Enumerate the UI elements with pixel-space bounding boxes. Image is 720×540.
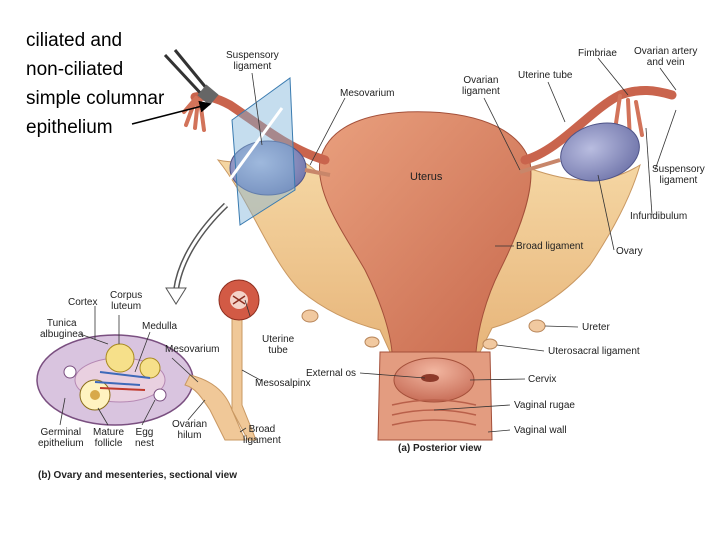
label-germinal-epithelium: Germinal epithelium: [38, 427, 84, 449]
ovarian-ligament-left: [304, 168, 331, 177]
label-fimbriae: Fimbriae: [578, 48, 617, 59]
uterosacral-left: [364, 336, 380, 348]
label-ovary: Ovary: [616, 246, 643, 257]
leader-lines-b: [59, 299, 263, 433]
label-external-os: External os: [306, 368, 357, 379]
label-mesosalpinx: Mesosalpinx: [255, 378, 311, 389]
label-ovarian-ligament: Ovarian ligament: [462, 75, 500, 97]
label-suspensory-ligament-right: Suspensory ligament: [652, 164, 705, 186]
corpus-luteum-shape: [105, 343, 135, 373]
label-uterosacral-ligament: Uterosacral ligament: [548, 346, 640, 357]
section-plane: [231, 77, 296, 226]
section-arrowhead: [165, 287, 187, 305]
label-corpus-luteum: Corpus luteum: [110, 290, 143, 312]
label-vaginal-wall: Vaginal wall: [514, 425, 567, 436]
label-uterus: Uterus: [410, 171, 443, 183]
label-ovarian-hilum: Ovarian hilum: [172, 419, 208, 441]
label-egg-nest: Egg nest: [135, 427, 154, 449]
fimbriae-left: [182, 96, 206, 132]
label-mature-follicle: Mature follicle: [93, 427, 125, 449]
external-os-shape: [421, 374, 439, 382]
annotation-arrow: [131, 100, 212, 125]
caption-sectional-view: (b) Ovary and mesenteries, sectional vie…: [38, 470, 237, 481]
uterosacral-right: [482, 338, 498, 350]
label-cervix: Cervix: [528, 374, 557, 385]
ovary-right: [560, 122, 640, 182]
section-arrow: [173, 202, 229, 291]
ovarian-ligament-right: [519, 158, 561, 174]
label-vaginal-rugae: Vaginal rugae: [514, 400, 575, 411]
label-uterine-tube: Uterine tube: [518, 70, 573, 81]
label-ureter: Ureter: [582, 322, 610, 333]
label-mesovarium: Mesovarium: [340, 88, 395, 99]
label-broad-ligament-b: Broad ligament: [243, 424, 281, 446]
section-mesovarium: [184, 374, 246, 441]
uterine-tube-right: [520, 86, 677, 165]
label-ovarian-artery-vein: Ovarian artery and vein: [634, 46, 698, 68]
ureter-right: [528, 319, 546, 333]
label-uterine-tube-b: Uterine tube: [262, 334, 295, 356]
uterus-shape: [318, 111, 532, 353]
annotation-line-2: non-ciliated: [26, 59, 124, 80]
annotation-line-1: ciliated and: [26, 30, 123, 51]
label-cortex: Cortex: [68, 297, 98, 308]
section-arrow-inner: [174, 203, 228, 291]
caption-posterior-view: (a) Posterior view: [398, 443, 482, 454]
forceps-clamp: [197, 84, 219, 106]
section-line: [226, 107, 284, 183]
label-medulla: Medulla: [142, 321, 178, 332]
annotation-line-3: simple columnar: [26, 88, 165, 109]
label-suspensory-ligament-left: Suspensory ligament: [226, 50, 279, 72]
label-tunica-albuginea: Tunica albuginea: [40, 318, 84, 340]
annotation-line-4: epithelium: [26, 117, 113, 138]
label-mesovarium-b: Mesovarium: [165, 344, 220, 355]
label-broad-ligament: Broad ligament: [516, 241, 584, 252]
leader-lines-a: [251, 57, 677, 433]
section-vessels: [94, 371, 151, 386]
ureter-left: [301, 309, 319, 323]
label-infundibulum: Infundibulum: [630, 211, 688, 222]
